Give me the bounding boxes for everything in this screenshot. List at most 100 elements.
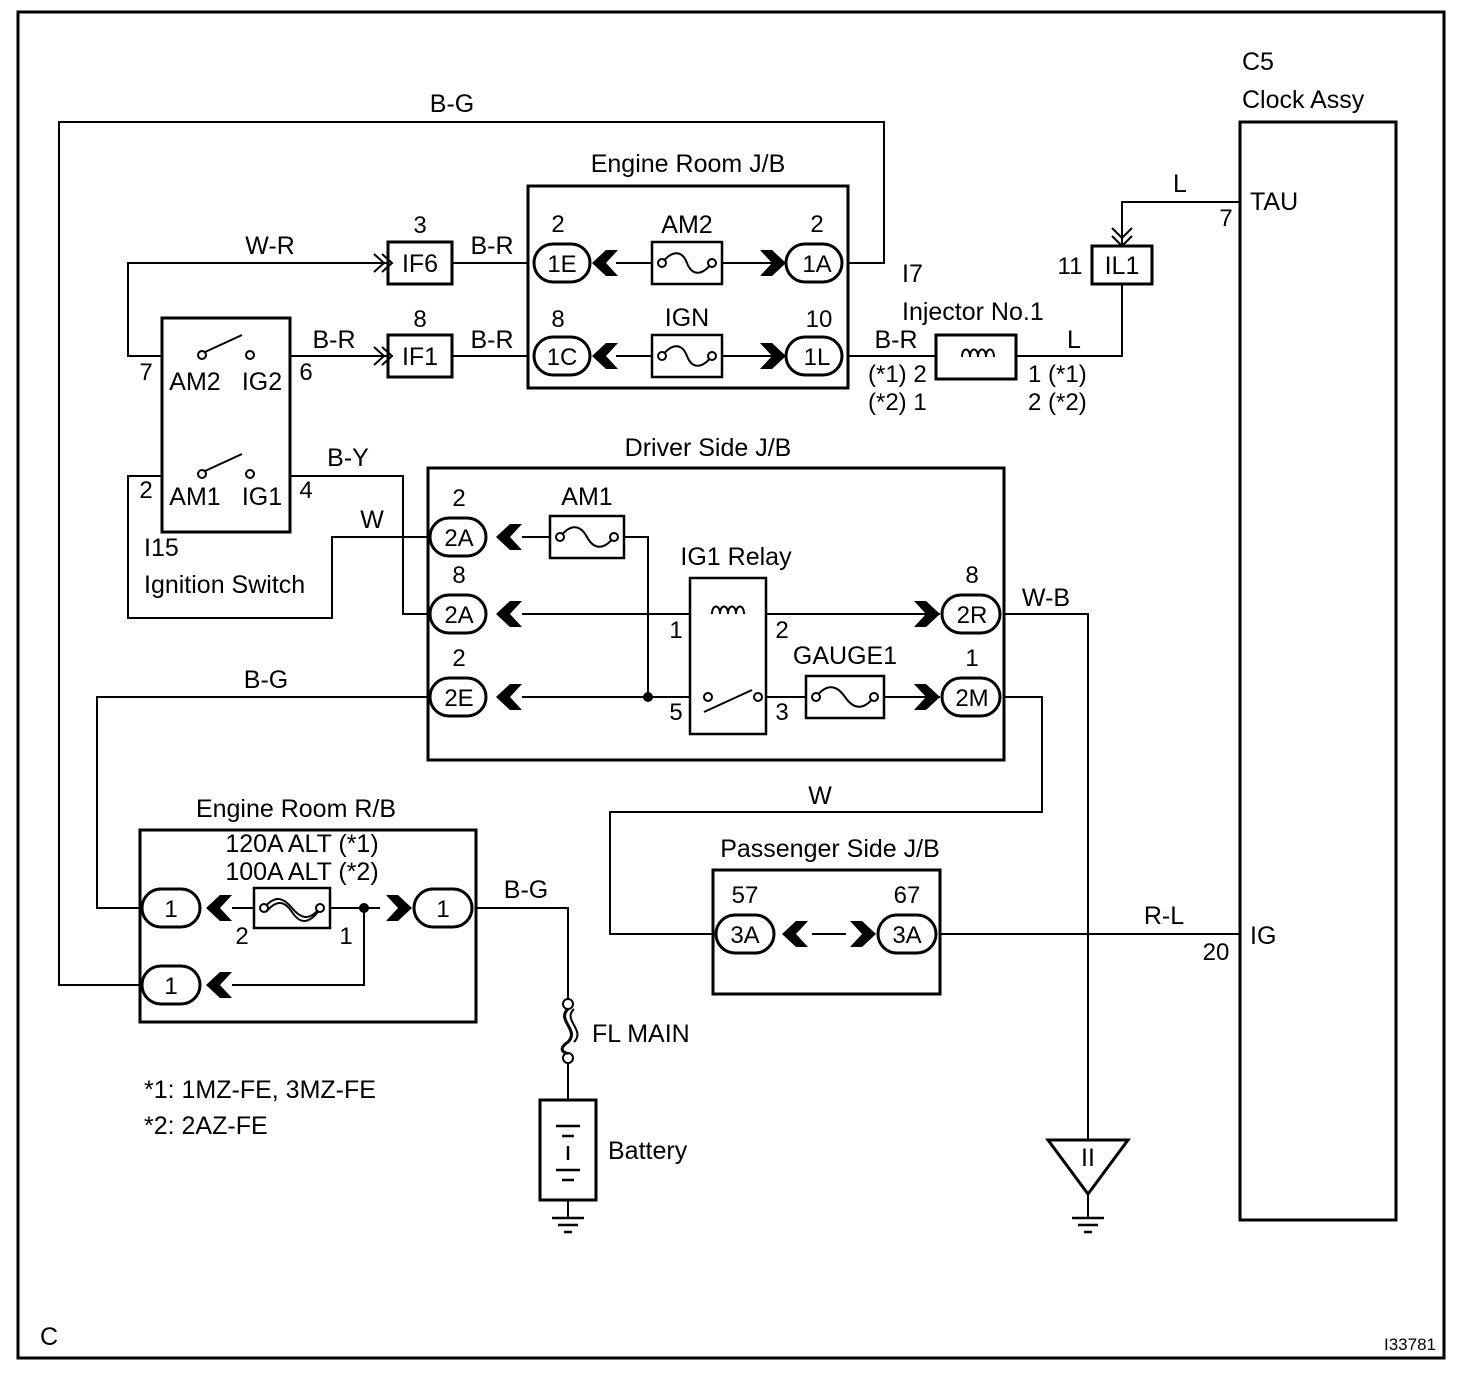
svg-text:2: 2: [452, 645, 465, 672]
conn-1c: 1C: [547, 344, 578, 371]
svg-text:1: 1: [164, 896, 177, 923]
svg-text:3: 3: [413, 212, 426, 239]
conn-1e-pin: 2: [551, 211, 564, 238]
svg-text:W: W: [360, 506, 384, 534]
svg-text:II: II: [1081, 1144, 1095, 1172]
svg-text:B-R: B-R: [874, 326, 917, 354]
svg-text:L: L: [1067, 326, 1081, 354]
svg-text:2R: 2R: [957, 602, 988, 629]
svg-text:100A ALT (*2): 100A ALT (*2): [225, 858, 378, 886]
ignition-switch: AM2 IG2 7 6 AM1 IG1 2 4 I15 Ignition Swi…: [139, 316, 313, 599]
svg-text:2A: 2A: [444, 602, 473, 629]
svg-text:120A ALT (*1): 120A ALT (*1): [225, 830, 378, 858]
svg-text:2M: 2M: [955, 685, 988, 712]
svg-text:1 (*1): 1 (*1): [1028, 361, 1087, 388]
svg-text:4: 4: [299, 477, 312, 504]
svg-text:R-L: R-L: [1144, 902, 1184, 930]
svg-text:L: L: [1173, 170, 1187, 198]
il1-connector: IL1 11: [1058, 227, 1154, 286]
svg-text:IF1: IF1: [402, 343, 438, 371]
conn-1l: 1L: [804, 344, 831, 371]
svg-text:B-G: B-G: [430, 90, 474, 118]
svg-text:1: 1: [436, 896, 449, 923]
note-2: *2: 2AZ-FE: [144, 1112, 268, 1140]
svg-text:(*2) 1: (*2) 1: [868, 389, 927, 416]
engine-room-jb-title: Engine Room J/B: [591, 150, 786, 178]
wires: [58, 121, 1240, 1140]
if6-connector: IF6 3: [373, 212, 454, 286]
svg-text:1: 1: [164, 973, 177, 1000]
engine-room-rb: Engine Room R/B 120A ALT (*1) 100A ALT (…: [138, 795, 478, 1024]
svg-text:AM1: AM1: [169, 483, 220, 511]
svg-text:B-G: B-G: [504, 876, 548, 904]
svg-text:B-R: B-R: [312, 326, 355, 354]
svg-text:IG2: IG2: [242, 368, 282, 396]
svg-text:57: 57: [732, 882, 759, 909]
svg-text:11: 11: [1058, 253, 1083, 280]
svg-text:B-Y: B-Y: [327, 444, 369, 472]
svg-text:GAUGE1: GAUGE1: [793, 642, 897, 670]
svg-text:3A: 3A: [892, 922, 921, 949]
note-1: *1: 1MZ-FE, 3MZ-FE: [144, 1076, 376, 1104]
svg-text:8: 8: [413, 306, 426, 333]
if1-connector: IF1 8: [373, 306, 454, 379]
svg-text:IG: IG: [1250, 922, 1276, 950]
passenger-side-jb: Passenger Side J/B 3A 57 3A 67: [711, 835, 942, 996]
svg-text:IL1: IL1: [1105, 252, 1140, 280]
svg-text:I7: I7: [902, 260, 923, 288]
svg-text:IG1 Relay: IG1 Relay: [680, 543, 792, 571]
svg-text:2: 2: [452, 485, 465, 512]
svg-text:B-G: B-G: [244, 666, 288, 694]
svg-text:IF6: IF6: [402, 250, 438, 278]
svg-text:(*1) 2: (*1) 2: [868, 361, 927, 388]
svg-text:3: 3: [775, 699, 788, 726]
svg-text:6: 6: [299, 359, 312, 386]
fuse-am2-label: AM2: [661, 211, 712, 239]
svg-text:Engine Room R/B: Engine Room R/B: [196, 795, 396, 823]
ignition-switch-name: Ignition Switch: [144, 571, 305, 599]
svg-text:Injector No.1: Injector No.1: [902, 298, 1044, 326]
svg-text:AM1: AM1: [561, 483, 612, 511]
svg-text:2E: 2E: [444, 685, 473, 712]
conn-1c-pin: 8: [551, 306, 564, 333]
svg-text:67: 67: [894, 882, 921, 909]
svg-text:W: W: [808, 782, 832, 810]
svg-text:1: 1: [669, 617, 682, 644]
svg-text:Battery: Battery: [608, 1137, 688, 1165]
figure-code: I33781: [1384, 1335, 1436, 1354]
injector: I7 Injector No.1 (*1) 2 (*2) 1 1 (*1) 2 …: [868, 260, 1087, 416]
svg-text:B-R: B-R: [470, 232, 513, 260]
svg-text:W-B: W-B: [1022, 584, 1070, 612]
svg-text:Clock Assy: Clock Assy: [1242, 86, 1365, 114]
clock-assy: C5 Clock Assy TAU 7 IG 20: [1203, 48, 1398, 1222]
fl-main-fusible-link: FL MAIN: [560, 998, 690, 1064]
svg-text:2A: 2A: [444, 525, 473, 552]
conn-1e: 1E: [547, 251, 576, 278]
svg-text:8: 8: [452, 562, 465, 589]
svg-text:AM2: AM2: [169, 368, 220, 396]
fuse-ign-label: IGN: [665, 304, 709, 332]
diagram-frame: [16, 10, 1446, 1360]
svg-text:2: 2: [139, 477, 152, 504]
svg-text:Passenger Side J/B: Passenger Side J/B: [720, 835, 940, 863]
battery: Battery: [538, 1098, 688, 1234]
svg-text:1: 1: [339, 923, 352, 950]
svg-text:7: 7: [1219, 205, 1232, 232]
svg-text:2: 2: [775, 617, 788, 644]
svg-text:FL MAIN: FL MAIN: [592, 1020, 690, 1048]
svg-text:TAU: TAU: [1250, 188, 1298, 216]
ground-point: II: [1045, 1138, 1131, 1234]
wire-labels: B-G W-R B-R B-R B-R B-R L L B-Y W W-B B-…: [244, 90, 1187, 930]
conn-1a: 1A: [802, 251, 831, 278]
engine-room-jb: Engine Room J/B AM2 IGN 1E 2 1A 2 1C 8 1…: [526, 150, 850, 390]
svg-text:3A: 3A: [730, 922, 759, 949]
conn-1l-pin: 10: [806, 306, 833, 333]
svg-text:8: 8: [965, 562, 978, 589]
svg-text:20: 20: [1203, 939, 1230, 966]
svg-text:1: 1: [965, 645, 978, 672]
svg-text:C5: C5: [1242, 48, 1274, 76]
driver-side-jb: Driver Side J/B AM1 IG1 Relay 1 2 5 3 GA…: [426, 434, 1006, 762]
conn-1a-pin: 2: [810, 211, 823, 238]
svg-text:B-R: B-R: [470, 326, 513, 354]
